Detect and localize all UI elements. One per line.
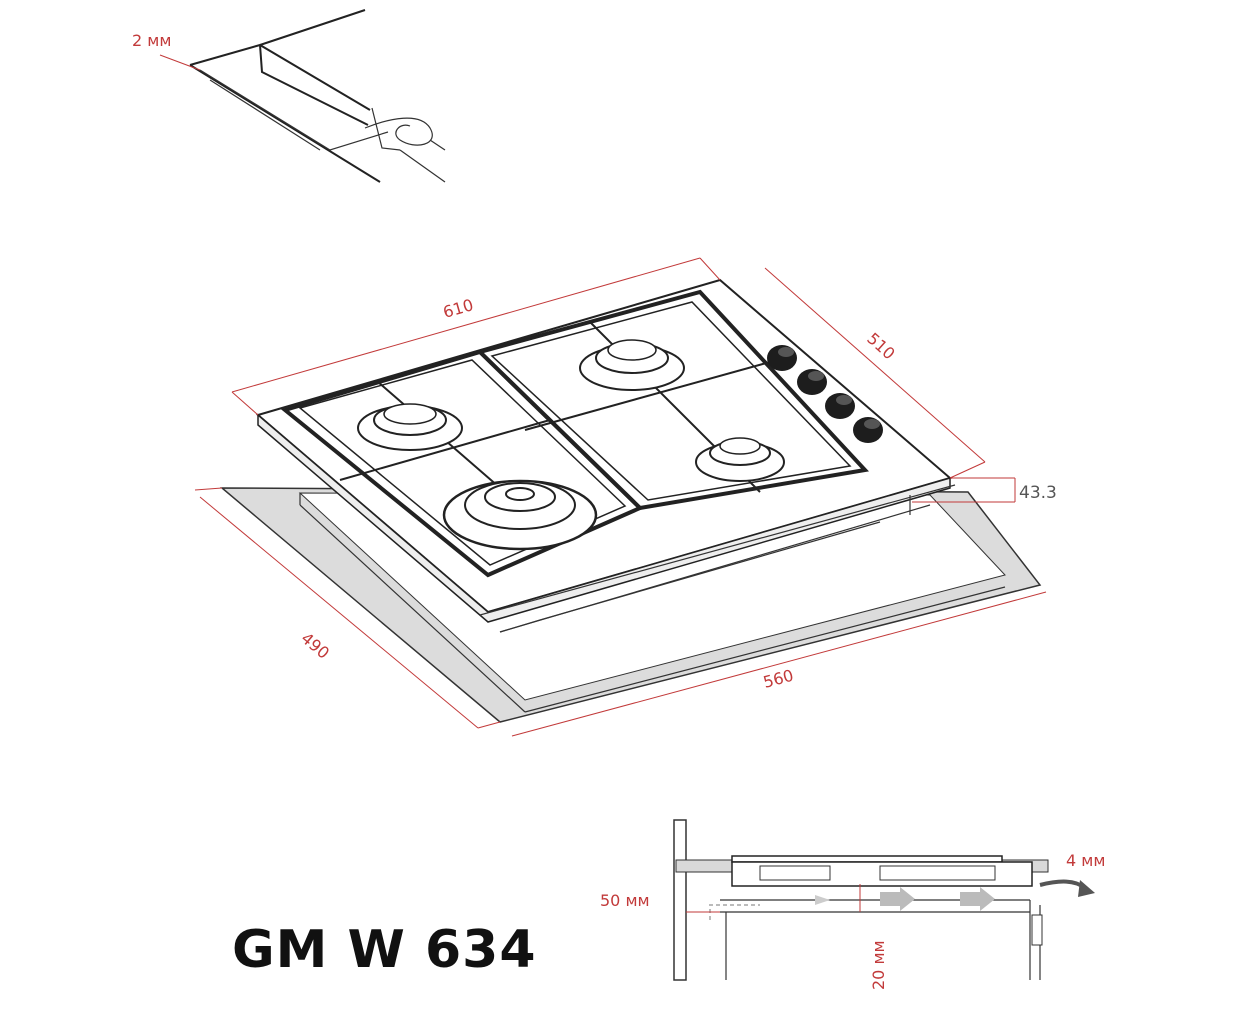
burner-rear-right <box>579 339 685 391</box>
burner-rear-left <box>357 403 463 451</box>
seal-gap-label: 2 мм <box>132 31 171 50</box>
side-gap-label: 50 мм <box>600 891 650 910</box>
cutout-width-label: 560 <box>761 666 795 692</box>
ventilation-detail: 50 мм 20 мм 4 мм <box>600 819 1105 990</box>
hob-width-label: 610 <box>441 295 476 322</box>
hob-height-label: 43.3 <box>1019 483 1057 503</box>
burner-front-left-wok <box>442 479 598 551</box>
cutout-depth-label: 490 <box>297 629 333 663</box>
model-name: GM W 634 <box>232 920 537 980</box>
knob-2 <box>797 369 827 395</box>
knob-3 <box>825 393 855 419</box>
burner-front-right <box>695 437 785 482</box>
bottom-gap-label: 20 мм <box>869 940 888 990</box>
hob-depth-label: 510 <box>863 329 898 364</box>
knob-1 <box>767 345 797 371</box>
knob-4 <box>853 417 883 443</box>
hob-drawing: 610 510 43.3 <box>231 257 1057 633</box>
seal-detail: 2 мм <box>132 9 446 183</box>
rear-gap-label: 4 мм <box>1066 851 1105 870</box>
control-knobs <box>767 345 883 443</box>
